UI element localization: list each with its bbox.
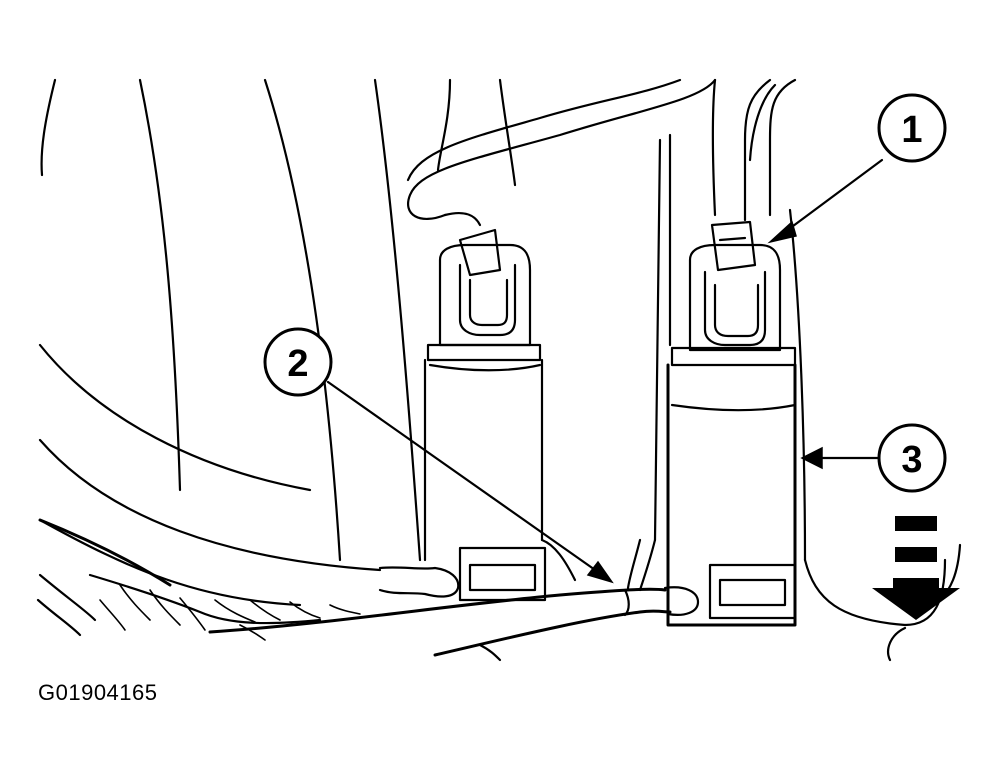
callout-3-label: 3 xyxy=(901,439,922,481)
body-panel-lines xyxy=(40,78,962,662)
washer-hose-lower xyxy=(208,538,700,657)
wiring-harness xyxy=(88,573,502,662)
lower-panel-lines xyxy=(36,343,382,637)
figure-id: G01904165 xyxy=(38,680,158,705)
leader-lines xyxy=(326,158,884,584)
washer-pump-front xyxy=(666,220,797,627)
washer-hose-upper xyxy=(406,78,717,227)
callout-2: 2 xyxy=(263,327,333,397)
callout-3: 3 xyxy=(877,423,947,493)
callout-2-label: 2 xyxy=(287,343,308,385)
callout-1: 1 xyxy=(877,93,947,163)
front-direction-arrow-icon xyxy=(872,516,960,620)
callout-1-label: 1 xyxy=(901,109,922,151)
washer-hose-right xyxy=(711,78,797,222)
washer-pump-rear xyxy=(423,228,577,602)
